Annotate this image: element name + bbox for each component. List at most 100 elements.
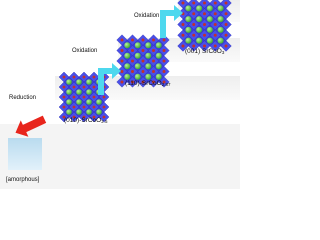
strontium-atom (196, 5, 203, 12)
strontium-atom (86, 89, 92, 95)
phase-label-110: (110)-SrCoO2.87 (125, 80, 171, 88)
strontium-atom (155, 52, 162, 59)
oxygen-atom (213, 12, 217, 16)
oxygen-atom (181, 22, 185, 27)
oxygen-atom (82, 75, 86, 79)
oxygen-atom (102, 115, 106, 119)
strontium-atom (196, 26, 203, 33)
strontium-atom (206, 37, 213, 44)
oxygen-atom (192, 33, 196, 37)
strontium-atom (134, 42, 141, 49)
strontium-atom (185, 37, 192, 44)
strontium-atom (76, 89, 82, 95)
oxygen-atom (72, 85, 76, 89)
strontium-atom (124, 73, 131, 80)
oxygen-atom (192, 1, 196, 5)
lattice-srcoo-110 (116, 34, 170, 88)
oxygen-atom (131, 59, 134, 63)
oxygen-atom (202, 33, 207, 37)
oxygen-atom (224, 1, 228, 5)
oxygen-atom (92, 95, 96, 99)
oxygen-atom (141, 80, 145, 84)
oxygen-atom (72, 105, 76, 109)
oxygen-atom (62, 115, 66, 119)
oxidation-label-2: Oxidation (134, 13, 160, 19)
oxygen-atom (181, 33, 185, 37)
oxygen-atom (224, 22, 228, 27)
oxygen-atom (82, 85, 86, 89)
oxygen-atom (152, 49, 155, 52)
oxygen-atom (192, 12, 196, 16)
oxygen-atom (120, 59, 124, 63)
strontium-atom (86, 109, 92, 115)
strontium-atom (96, 99, 102, 105)
oxygen-atom (120, 70, 124, 73)
strontium-atom (196, 16, 203, 23)
strontium-atom (76, 109, 82, 115)
oxygen-atom (181, 44, 185, 48)
oxygen-atom (62, 85, 66, 89)
oxygen-atom (102, 95, 106, 99)
strontium-atom (134, 52, 141, 59)
strontium-atom (76, 99, 82, 105)
oxygen-atom (224, 33, 228, 37)
strontium-atom (155, 73, 162, 80)
oxidation-label-1: Oxidation (72, 48, 98, 54)
oxygen-atom (162, 38, 166, 42)
strontium-atom (185, 5, 192, 12)
oxygen-atom (213, 44, 217, 48)
strontium-atom (206, 5, 213, 12)
oxygen-atom (72, 75, 76, 79)
oxygen-atom (92, 75, 96, 79)
strontium-atom (124, 52, 131, 59)
phase-label-001: (001) SrCoO3 (185, 48, 225, 56)
strontium-atom (76, 79, 82, 85)
reduction-arrow-icon (15, 115, 47, 137)
strontium-atom (86, 79, 92, 85)
oxygen-atom (152, 80, 155, 84)
oxygen-atom (202, 1, 207, 5)
oxygen-atom (131, 80, 134, 84)
strontium-atom (155, 63, 162, 70)
oxygen-atom (162, 80, 166, 84)
oxygen-atom (131, 70, 134, 73)
oxygen-atom (141, 49, 145, 52)
phase-label-010-text: (010)-SrCoO (64, 117, 102, 124)
strontium-atom (66, 109, 72, 115)
step-base (0, 124, 240, 189)
oxygen-atom (82, 95, 86, 99)
oxygen-atom (202, 12, 207, 16)
lattice-srcoo-010 (58, 71, 110, 123)
oxygen-atom (181, 1, 185, 5)
phase-label-001-subscript: 3 (221, 50, 225, 55)
phase-label-110-text: (110)-SrCoO (125, 80, 162, 87)
oxygen-atom (162, 49, 166, 52)
strontium-atom (217, 5, 224, 12)
reduction-label: Reduction (9, 95, 37, 101)
amorphous-block (8, 138, 42, 170)
oxygen-atom (213, 22, 217, 27)
strontium-atom (66, 99, 72, 105)
strontium-atom (145, 73, 152, 80)
oxygen-atom (82, 105, 86, 109)
phase-label-010-subscript: 2.5 (101, 119, 108, 124)
strontium-atom (145, 42, 152, 49)
oxygen-atom (92, 85, 96, 89)
oxygen-atom (72, 115, 76, 119)
amorphous-label: [amorphous] (6, 177, 40, 183)
oxygen-atom (152, 70, 155, 73)
oxygen-atom (92, 115, 96, 119)
oxygen-atom (62, 75, 66, 79)
lattice-srcoo-001 (177, 0, 232, 52)
oxygen-atom (192, 44, 196, 48)
oxidation-arrow-2-icon (160, 5, 183, 38)
oxygen-atom (102, 105, 106, 109)
strontium-atom (134, 73, 141, 80)
oxygen-atom (162, 59, 166, 63)
strontium-atom (145, 52, 152, 59)
oxygen-atom (192, 22, 196, 27)
oxygen-atom (141, 38, 145, 42)
oxygen-atom (131, 49, 134, 52)
strontium-atom (217, 26, 224, 33)
oxygen-atom (202, 44, 207, 48)
